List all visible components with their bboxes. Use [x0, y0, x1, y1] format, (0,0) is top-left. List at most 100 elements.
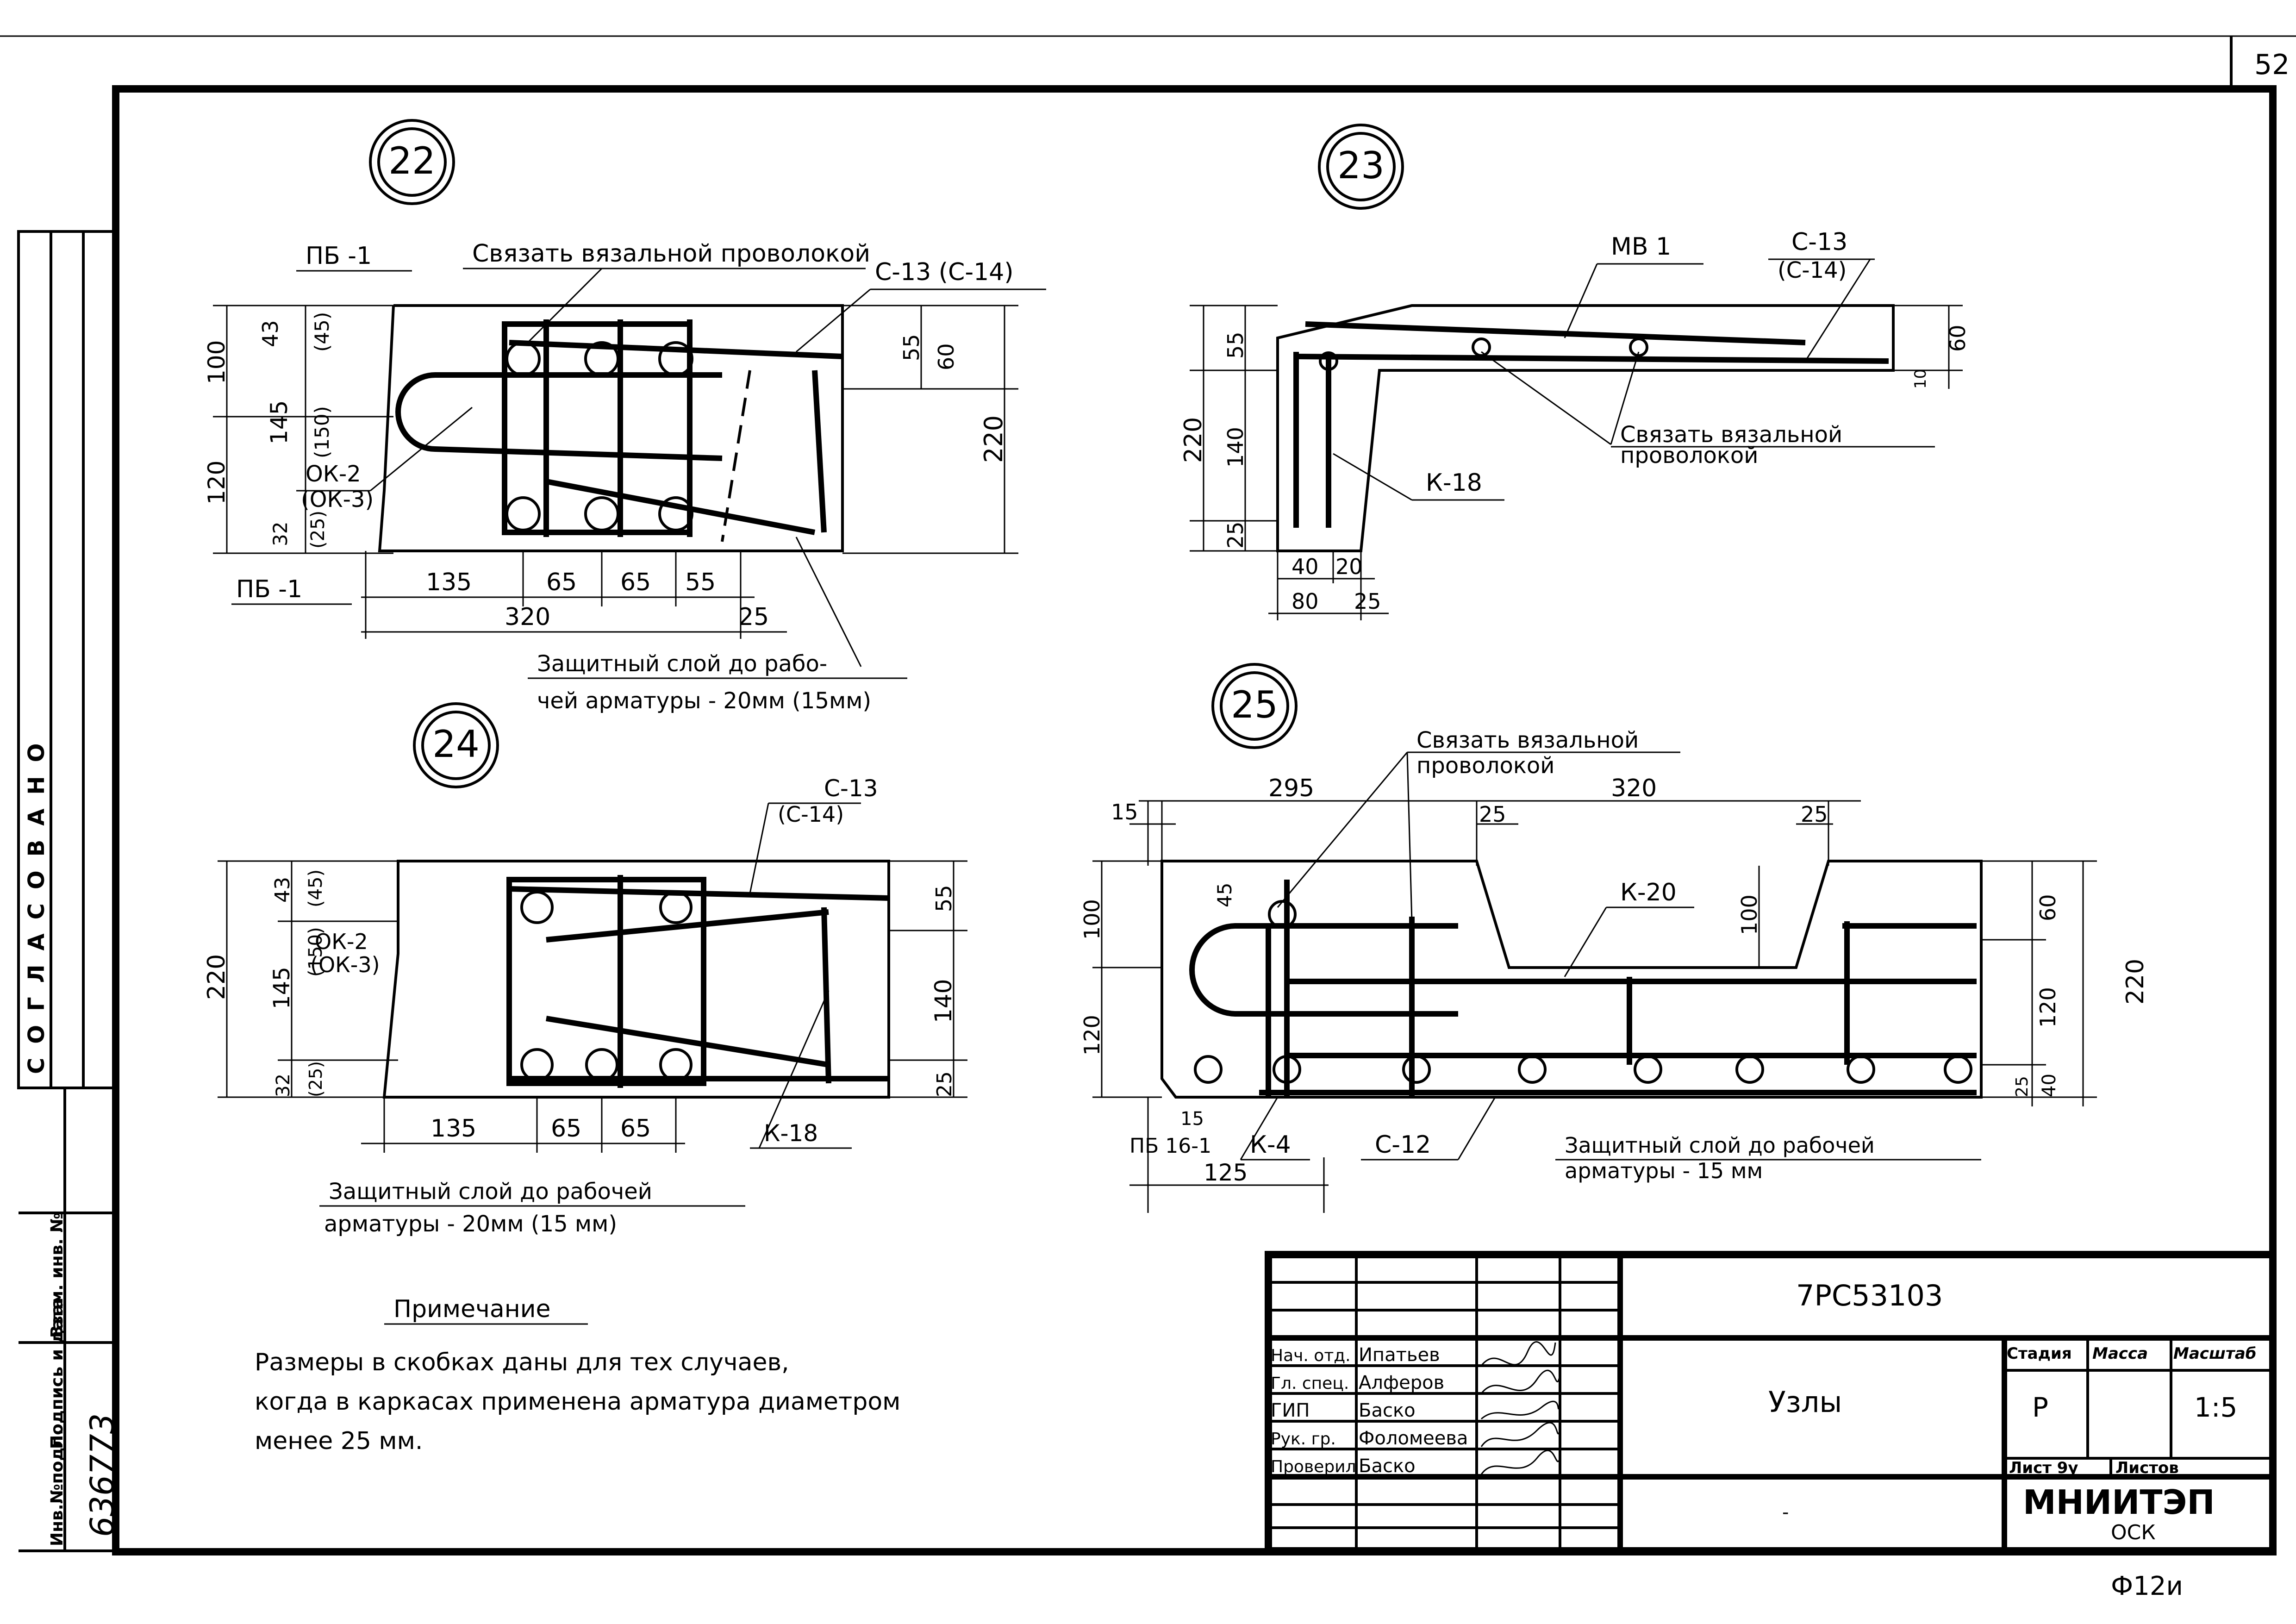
node-23-dim-right-0: 60: [1945, 325, 1970, 352]
node-22-dim-right-0: 55: [899, 334, 924, 361]
node-25-c12-label: С-12: [1375, 1131, 1431, 1159]
node-24-k18-label: К-18: [764, 1120, 818, 1147]
note-title: Примечание: [393, 1295, 551, 1323]
agreed-vertical-text: СОГЛАСОВАНО: [24, 730, 50, 1074]
name-3: Фоломеева: [1359, 1428, 1468, 1449]
title-block: 7РС53103 Узлы - Стадия Масса Масштаб Р 1…: [1265, 1251, 2277, 1555]
signature-3: [1480, 1422, 1561, 1447]
node-24-c14-label: (С-14): [778, 802, 844, 827]
node-22-dim-left-6: 32: [269, 522, 292, 546]
node-24-dim-right-0: 55: [931, 885, 956, 912]
node-24-dim-left-1: 43: [271, 877, 294, 903]
node-23-concrete-section: [1276, 304, 1895, 552]
signature-1: [1480, 1369, 1561, 1394]
node-23-c13-label: С-13: [1791, 228, 1847, 256]
node-22: 22 ПБ -1 Связать вязальной проволокой С-…: [203, 119, 1046, 714]
node-25-dim-right-2: 220: [2121, 959, 2149, 1005]
node-24-cover-1: Защитный слой до рабочей: [329, 1179, 652, 1205]
node-23-dim-left-0: 55: [1223, 331, 1248, 359]
node-24-dim-left-6: (25): [306, 1061, 326, 1097]
node-24-number: 24: [432, 723, 480, 766]
role-0: Нач. отд.: [1271, 1346, 1351, 1365]
node-25-dim-mid-0: 100: [1737, 894, 1762, 935]
node-25-tie-2: проволокой: [1416, 753, 1554, 779]
stage-value: Р: [2032, 1392, 2048, 1423]
node-24-dim-left-3: 145: [269, 967, 295, 1009]
node-25-cover-1: Защитный слой до рабочей: [1565, 1133, 1875, 1158]
node-24-dim-right-1: 140: [930, 979, 957, 1023]
scale-value: 1:5: [2194, 1392, 2237, 1423]
note: Примечание Размеры в скобках даны для те…: [255, 1295, 900, 1455]
node-23: 23 МВ 1 С-13 (С-14) Связать вязальной пр…: [1179, 124, 1970, 620]
node-22-tie-note: Связать вязальной проволокой: [472, 240, 870, 268]
node-22-dim-right-1: 60: [934, 343, 959, 370]
node-25-dim-top-1: 295: [1268, 775, 1314, 802]
node-23-number: 23: [1337, 144, 1385, 187]
sheet-label: Лист 9у: [2009, 1459, 2078, 1477]
node-25-dim-bottom-0: 125: [1204, 1159, 1248, 1186]
node-23-dim-bottom-3: 25: [1354, 589, 1381, 614]
node-25-dim-right-4: 25: [2013, 1076, 2032, 1097]
org-name: МНИИТЭП: [2023, 1483, 2215, 1522]
node-24-c13-label: С-13: [824, 775, 878, 802]
node-24-dim-right-2: 25: [933, 1071, 956, 1097]
node-25-number: 25: [1231, 683, 1278, 726]
node-25-dim-right-3: 40: [2039, 1074, 2060, 1097]
node-24-dim-bottom-2: 65: [620, 1115, 651, 1143]
node-23-mv1-label: МВ 1: [1611, 233, 1671, 261]
node-22-circle-inner: [377, 127, 447, 197]
mass-label: Масса: [2092, 1344, 2148, 1363]
node-25-tie-1: Связать вязальной: [1416, 727, 1639, 753]
node-22-dim-left-3: (45): [311, 312, 333, 352]
name-2: Баско: [1359, 1400, 1416, 1421]
node-25-k20-label: К-20: [1620, 879, 1677, 906]
node-22-dim-bottom-0: 135: [426, 568, 472, 596]
node-24: 24 С-13 (С-14) ОК-2 (ОК-3) К-18 220 43 (…: [203, 702, 967, 1237]
node-23-tie-2: проволокой: [1620, 443, 1758, 468]
node-22-dim-bottom-2: 65: [620, 568, 651, 596]
node-22-dim-bottom-3: 55: [685, 568, 716, 596]
node-24-dim-bottom-1: 65: [551, 1115, 581, 1143]
node-25-dim-top-3: 25: [1479, 802, 1506, 827]
node-22-dim-left-1: 120: [203, 461, 230, 505]
node-25-u-bar: [1189, 923, 1458, 1017]
node-22-dim-left-4: 145: [266, 400, 293, 444]
node-25-k4-label: К-4: [1250, 1131, 1291, 1159]
role-1: Гл. спец.: [1271, 1374, 1349, 1393]
note-line-1: Размеры в скобках даны для тех случаев,: [255, 1349, 789, 1376]
bottom-code: Ф12и: [2111, 1571, 2183, 1601]
node-24-dim-left-5: 32: [273, 1074, 294, 1097]
node-22-cover-2: чей арматуры - 20мм (15мм): [537, 688, 871, 714]
scale-label: Масштаб: [2173, 1344, 2256, 1363]
node-25-circle-inner: [1220, 671, 1289, 741]
node-22-pb-top: ПБ -1: [306, 242, 372, 270]
node-22-u-bar: [395, 372, 723, 461]
node-23-dim-bottom-2: 80: [1292, 589, 1319, 614]
node-23-c14-label: (С-14): [1778, 257, 1847, 283]
node-25-dim-left-1: 45: [1213, 883, 1236, 907]
name-4: Баско: [1359, 1455, 1416, 1477]
note-line-2: когда в каркасах применена арматура диам…: [255, 1388, 900, 1416]
node-23-circle-outer: [1318, 124, 1404, 210]
node-24-frame: [506, 877, 706, 1086]
node-24-dim-left-4: (150): [305, 927, 326, 977]
page-number-box: 52: [2230, 36, 2290, 88]
stage-label: Стадия: [2007, 1344, 2072, 1363]
drawing-title: Узлы: [1768, 1385, 1842, 1419]
role-2: ГИП: [1271, 1400, 1310, 1421]
node-25-dim-left-0: 100: [1079, 899, 1104, 940]
node-22-dim-left-0: 100: [203, 340, 230, 384]
sheets-label: Листов: [2115, 1459, 2179, 1477]
node-24-circle-inner: [421, 711, 491, 780]
node-22-dim-bottom-1: 65: [546, 568, 577, 596]
node-22-concrete-section: [378, 304, 844, 552]
node-24-cover-2: арматуры - 20мм (15 мм): [324, 1211, 617, 1237]
role-3: Рук. гр.: [1271, 1430, 1336, 1449]
node-25-dim-right-1: 120: [2035, 987, 2060, 1028]
node-22-cover-1: Защитный слой до рабо-: [537, 651, 827, 677]
node-25-cover-2: арматуры - 15 мм: [1565, 1158, 1763, 1183]
node-23-dim-left-2: 140: [1223, 427, 1248, 468]
name-0: Ипатьев: [1359, 1344, 1440, 1366]
signature-0: [1480, 1341, 1556, 1366]
